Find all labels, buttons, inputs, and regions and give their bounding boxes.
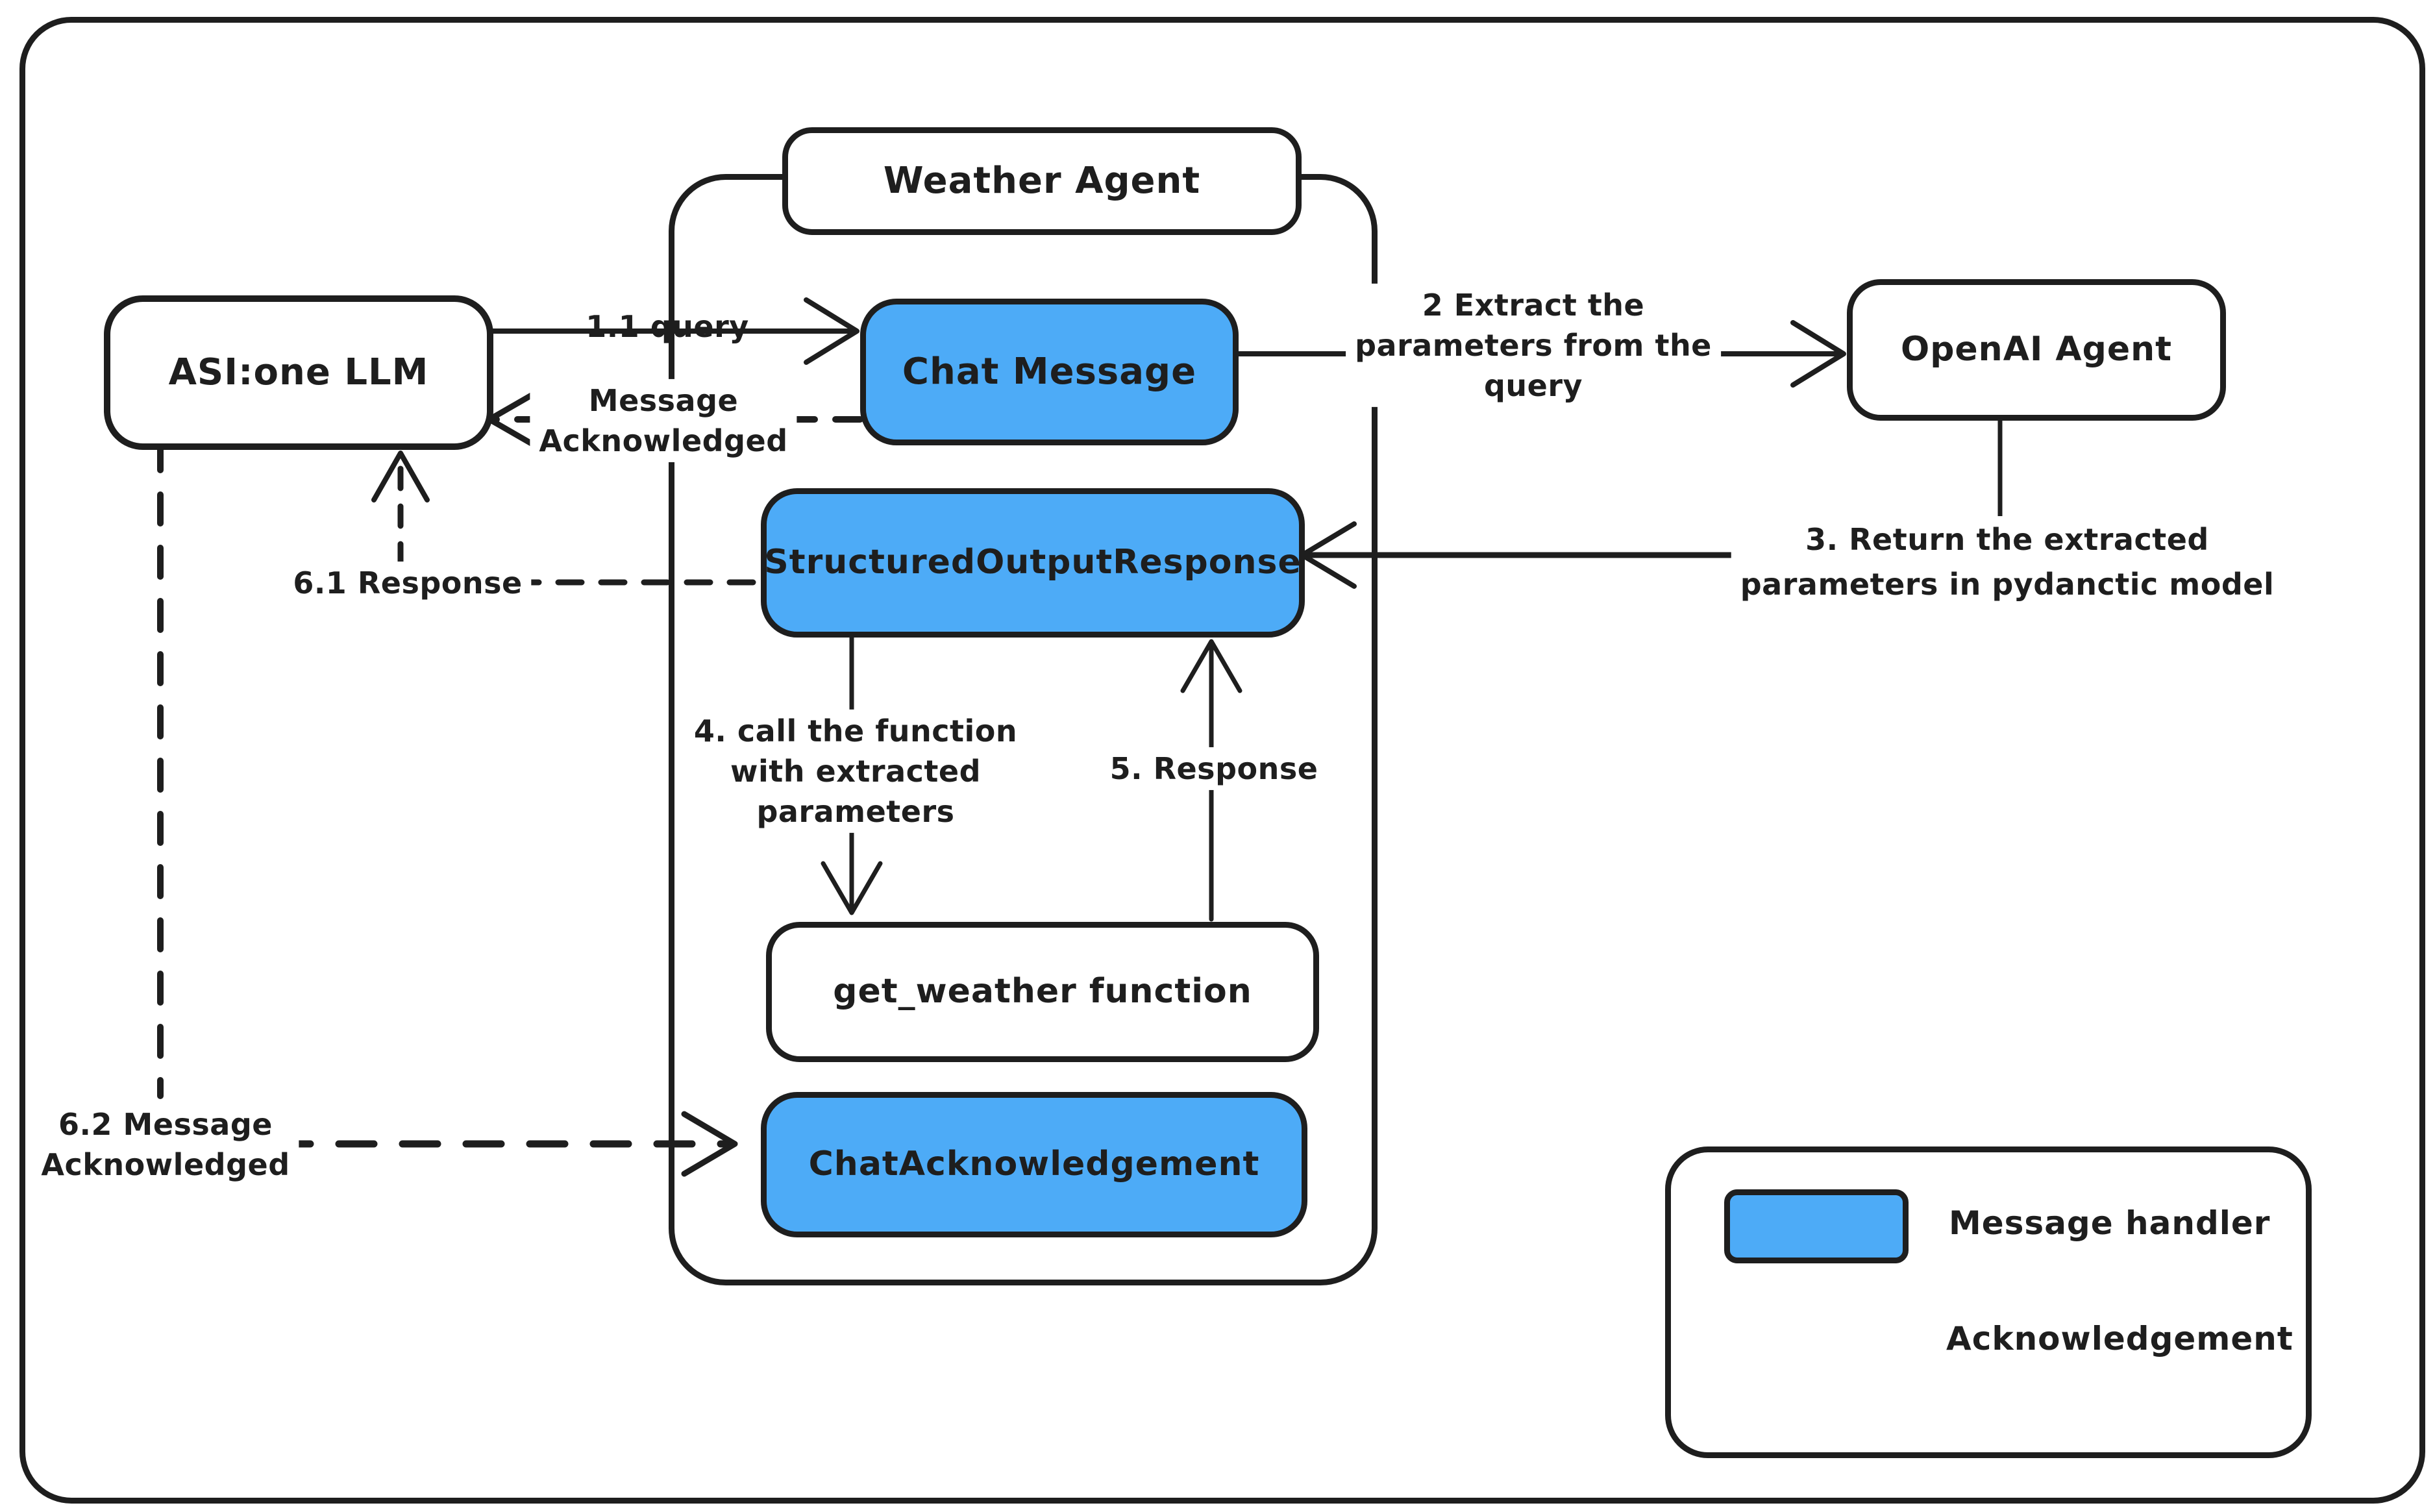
legend-box [1665,1146,2312,1458]
edge-label-query: 1.1 query [586,308,749,344]
edge-label-extract-parameters: 2 Extract the parameters from the query [1346,283,1721,408]
openai-agent-label: OpenAI Agent [1900,330,2173,369]
asi-one-llm-label: ASI:one LLM [168,351,429,393]
node-asi-one-llm: ASI:one LLM [104,295,493,450]
arrow-ack62-head [681,1111,738,1177]
weather-agent-title-label: Weather Agent [883,159,1201,202]
arrow-extract-head [1790,320,1846,388]
legend-message-handler-swatch [1724,1189,1909,1263]
node-chat-message: Chat Message [860,299,1239,445]
node-get-weather-function: get_weather function [766,922,1319,1062]
outer-frame [19,17,2425,1504]
edge-label-response-5: 5. Response [1100,747,1328,791]
edge-label-response-61: 6.1 Response [284,561,532,605]
node-structured-output-response: StructuredOutputResponse [761,488,1305,638]
structured-output-response-label: StructuredOutputResponse [764,543,1302,582]
edge-label-return-extracted: 3. Return the extracted parameters in py… [1731,516,2284,608]
arrow-response61-head [371,451,430,502]
chat-acknowledgement-label: ChatAcknowledgement [808,1145,1260,1184]
chat-message-label: Chat Message [902,350,1197,393]
node-openai-agent: OpenAI Agent [1847,279,2226,421]
arrow-call-head [821,861,883,915]
edge-label-message-acknowledged-62: 6.2 Message Acknowledged [32,1102,299,1187]
arrow-query-head [804,297,859,365]
arrow-response-head [1180,639,1242,693]
get-weather-function-label: get_weather function [833,972,1252,1011]
legend-acknowledgement-label: Acknowledgement [1946,1320,2293,1357]
edge-label-call-function: 4. call the function with extracted para… [684,709,1027,834]
node-weather-agent-title: Weather Agent [782,127,1302,235]
node-chat-acknowledgement: ChatAcknowledgement [761,1092,1307,1237]
edge-label-message-acknowledged: Message Acknowledged [530,378,797,463]
legend-message-handler-label: Message handler [1949,1204,2271,1242]
